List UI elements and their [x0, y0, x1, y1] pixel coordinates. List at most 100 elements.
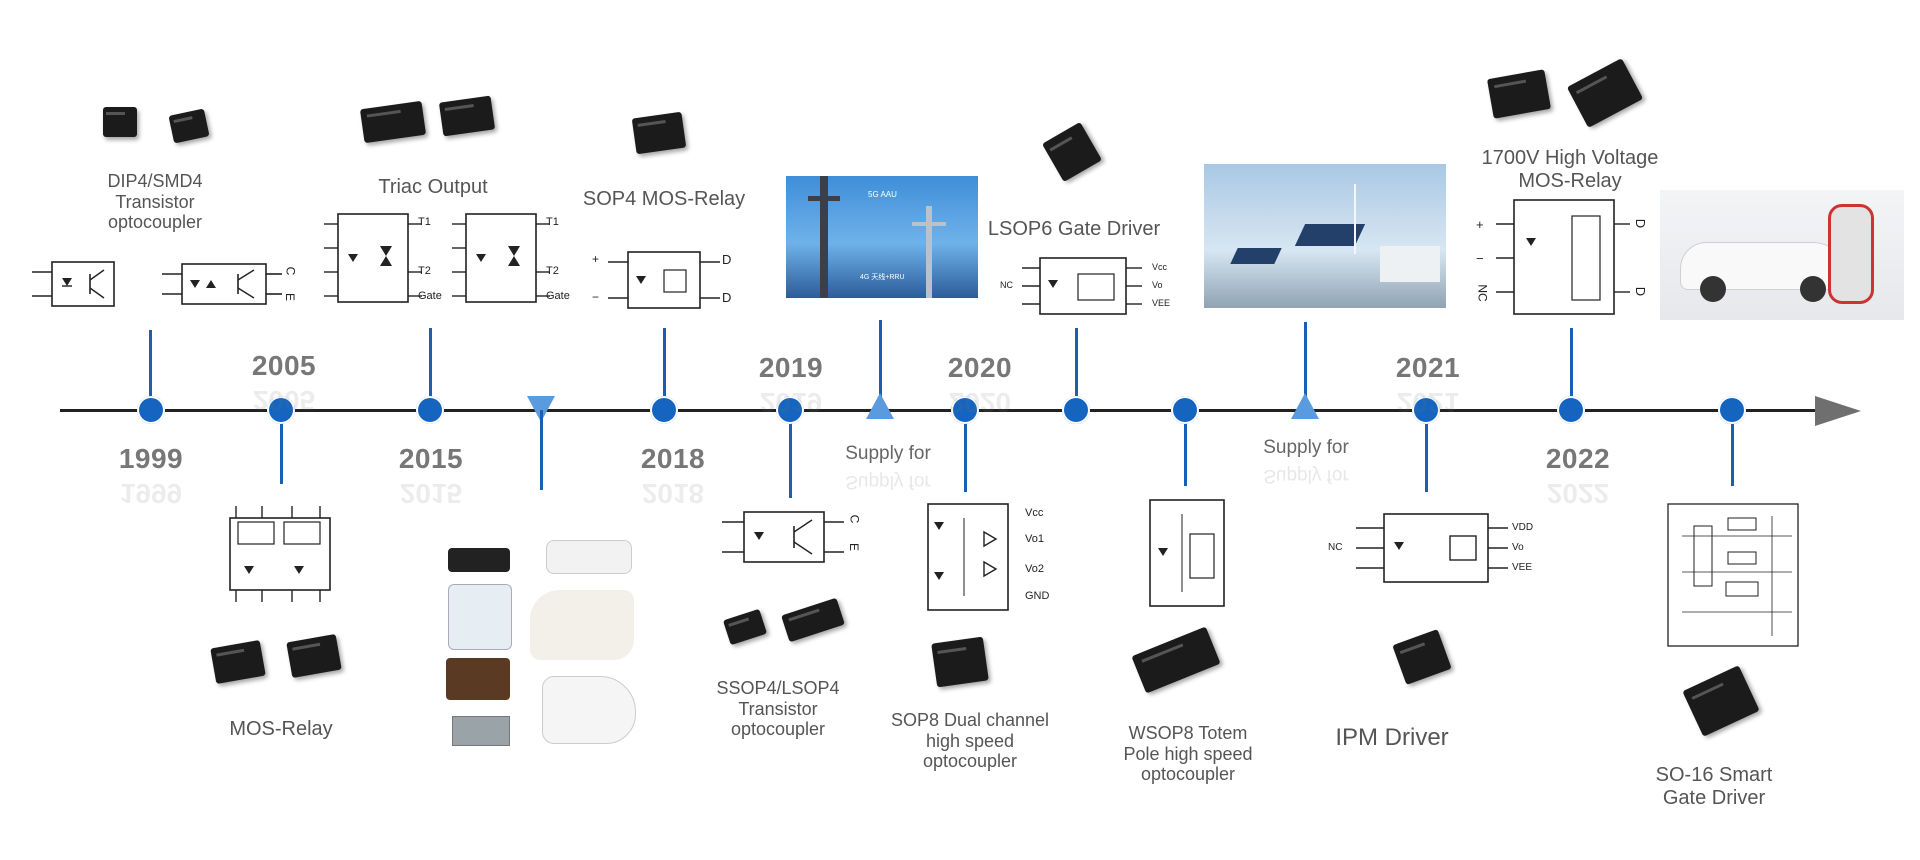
lsop6-pin-vee: VEE — [1152, 298, 1171, 308]
label-hv: 1700V High Voltage MOS-Relay — [1481, 147, 1659, 192]
sop4-pin-minus: − — [592, 290, 600, 304]
year-2015-reflection: 2015 — [399, 478, 463, 509]
ssop4-pin-c: C — [847, 514, 862, 524]
year-2018-reflection: 2018 — [641, 478, 705, 509]
so16-schematic — [1667, 503, 1799, 647]
label-ssop4: SSOP4/LSOP4 Transistor optocoupler — [716, 678, 840, 740]
node-2018 — [650, 396, 678, 424]
stem-5g — [879, 320, 882, 400]
wsop8-chip — [1131, 626, 1221, 694]
year-2022-reflection: 2022 — [1546, 478, 1610, 509]
year-2022: 2022 — [1545, 443, 1611, 474]
air-conditioner-image — [546, 540, 632, 574]
4g-rru-callout: 4G 天线+RRU — [860, 274, 905, 281]
smart-toilet-image — [542, 676, 636, 744]
lsop6-chip — [1041, 121, 1103, 183]
smd4-pin-e: E — [283, 292, 298, 302]
solar-wind-image — [1204, 164, 1446, 308]
lsop6-schematic — [1022, 257, 1142, 315]
year-2019: 2019 — [758, 352, 824, 383]
label-so16: SO-16 Smart Gate Driver — [1655, 764, 1773, 809]
washing-machine-image — [448, 584, 512, 650]
timeline-axis — [60, 409, 1820, 412]
hv-schematic — [1496, 199, 1630, 315]
ipm-schematic — [1356, 513, 1508, 583]
massage-chair-image — [530, 590, 634, 660]
ipm-pin-vdd: VDD — [1512, 522, 1534, 533]
hv-pin-d1: D — [1633, 218, 1649, 229]
triac1-pin-gate: Gate — [418, 290, 442, 302]
label-mos-relay: MOS-Relay — [229, 718, 333, 740]
mos-relay-schematic — [229, 506, 331, 602]
triac-chip-1 — [359, 100, 427, 144]
sop4-pin-plus: + — [592, 252, 600, 266]
stem-hv — [1570, 328, 1573, 410]
sop4-pin-d2: D — [722, 290, 732, 305]
hv-pin-d2: D — [1633, 286, 1649, 297]
year-2019-reflection: 2019 — [759, 387, 823, 418]
year-2015: 2015 — [398, 443, 464, 474]
stem-triac — [429, 328, 432, 410]
ssop4-pin-e: E — [847, 542, 862, 552]
wsop8-schematic — [1149, 499, 1225, 607]
year-2005-reflection: 2005 — [252, 385, 316, 416]
triac2-pin-t1: T1 — [546, 216, 559, 228]
sop8-chip — [931, 636, 989, 688]
year-2021-reflection: 2021 — [1396, 387, 1460, 418]
label-dip4: DIP4/SMD4 Transistor optocoupler — [107, 171, 203, 233]
timeline-arrowhead — [1815, 396, 1861, 426]
lsop4-chip-2 — [781, 597, 845, 643]
label-sop8: SOP8 Dual channel high speed optocoupler — [890, 710, 1050, 772]
ssop4-chip-1 — [722, 608, 768, 646]
node-lsop6 — [1062, 396, 1090, 424]
triac2-pin-gate: Gate — [546, 290, 570, 302]
stem-sop4 — [663, 328, 666, 410]
supply-for-5g: Supply for — [845, 443, 931, 464]
node-2022 — [1557, 396, 1585, 424]
smd4-chip — [168, 108, 210, 144]
node-wsop8 — [1171, 396, 1199, 424]
ipm-chip — [1392, 629, 1452, 685]
ev-charging-image — [1660, 190, 1904, 320]
stem-ipm — [1425, 410, 1428, 492]
triac-schematic-1 — [324, 213, 422, 303]
marker-5g — [866, 393, 894, 419]
hv-chip-1 — [1486, 69, 1552, 119]
triac2-pin-t2: T2 — [546, 265, 559, 277]
set-top-box-image — [448, 548, 510, 572]
sop4-pin-d1: D — [722, 252, 732, 267]
mos-relay-chip-2 — [286, 633, 342, 679]
node-so16 — [1718, 396, 1746, 424]
supply-for-solar: Supply for — [1263, 437, 1349, 458]
triac1-pin-t1: T1 — [418, 216, 431, 228]
node-2005 — [267, 396, 295, 424]
stem-ssop4 — [789, 410, 792, 498]
triac1-pin-t2: T2 — [418, 265, 431, 277]
hv-chip-2 — [1566, 58, 1644, 128]
5g-tower-image: 5G AAU 4G 天线+RRU — [786, 176, 978, 298]
label-sop4: SOP4 MOS-Relay — [582, 188, 746, 210]
mahjong-table-image — [446, 658, 510, 700]
stem-so16 — [1731, 410, 1734, 486]
lsop6-pin-nc: NC — [1000, 280, 1013, 290]
hv-pin-minus: − — [1476, 251, 1484, 266]
5g-aau-callout: 5G AAU — [868, 190, 897, 199]
smd4-pin-c: C — [283, 266, 298, 276]
supply-for-5g-reflection: Supply for — [845, 471, 931, 492]
smd4-schematic — [162, 263, 282, 305]
hv-pin-plus: + — [1476, 217, 1484, 232]
sop4-chip — [631, 111, 687, 155]
ipm-pin-nc: NC — [1328, 542, 1343, 553]
node-2020 — [951, 396, 979, 424]
year-2020: 2020 — [947, 352, 1013, 383]
sop8-pin-gnd: GND — [1025, 590, 1050, 602]
ssop4-schematic — [722, 511, 844, 563]
stem-lsop6 — [1075, 328, 1078, 410]
marker-solar — [1291, 393, 1319, 419]
lsop6-pin-vo: Vo — [1152, 280, 1163, 290]
year-1999-reflection: 1999 — [119, 478, 183, 509]
lsop6-pin-vcc: Vcc — [1152, 262, 1168, 272]
year-2018: 2018 — [640, 443, 706, 474]
label-wsop8: WSOP8 Totem Pole high speed optocoupler — [1123, 723, 1253, 785]
stem-solar — [1304, 322, 1307, 402]
